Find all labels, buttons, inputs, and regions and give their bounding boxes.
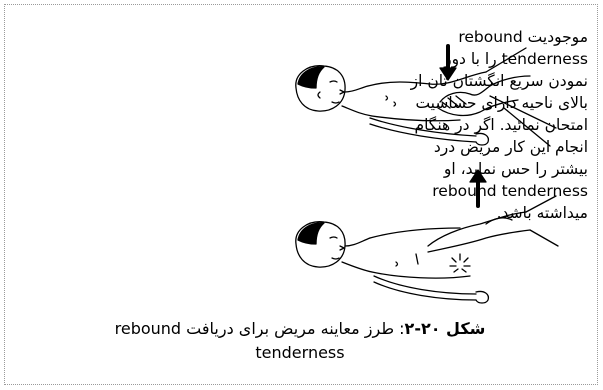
caption-text: : طرز معاینه مریض برای دریافت rebound xyxy=(115,319,405,338)
figure-label: شکل ۲۰-۲ xyxy=(405,319,486,338)
press-down-illustration xyxy=(290,36,560,154)
caption-line-2: tenderness xyxy=(10,341,590,365)
release-illustration xyxy=(290,166,560,308)
figure-caption: شکل ۲۰-۲: طرز معاینه مریض برای دریافت re… xyxy=(10,317,590,365)
